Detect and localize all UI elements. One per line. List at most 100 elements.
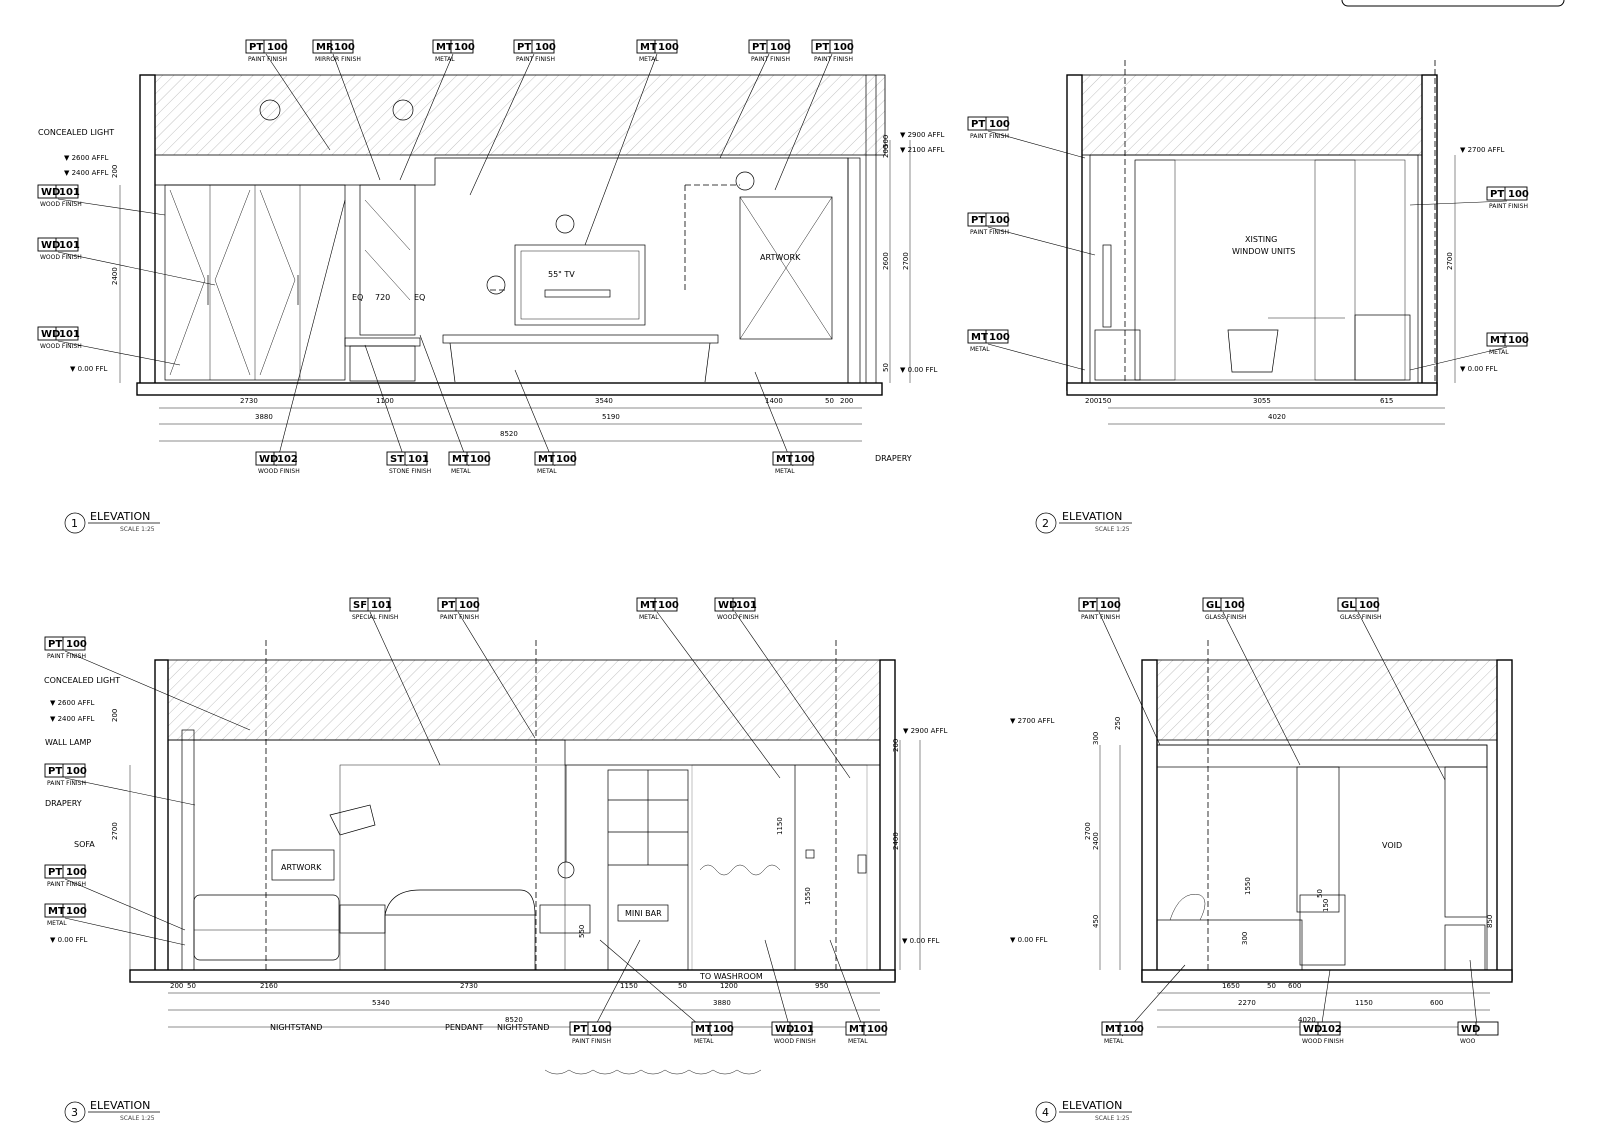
vertical-dimension: 1150 [776,817,784,835]
material-tag-number: 100 [658,42,679,53]
tag-leader [419,334,470,467]
annotation-note: DRAPERY [45,799,82,808]
nightstand-left [339,904,386,934]
bed [384,914,536,971]
material-tag-box [772,451,814,466]
material-tag-number: 100 [1224,600,1245,611]
material-tag-number: 101 [59,329,80,340]
vertical-dimension: 250 [1114,717,1122,730]
level-marker: ▼ 0.00 FFL [50,936,87,944]
material-tag-box [714,597,756,612]
level-marker: ▼ 2400 AFFL [64,169,108,177]
material-tag-number: 100 [1508,189,1529,200]
horizontal-dimension: 50 [187,982,196,990]
material-tag-box [636,597,678,612]
elevation-4-marker [1035,1101,1057,1123]
tag-leader [584,53,658,246]
tag-leader [589,939,641,1037]
material-tag-code: WD [259,454,278,465]
vertical-dimension: 2400 [111,267,119,285]
elevation-4-number: 4 [1042,1106,1049,1119]
elevation-2: XISTING WINDOW UNITS 2 ELEVATION SCALE 1… [1035,60,1456,534]
sofa [193,894,340,961]
vertical-dimension: 2400 [1092,832,1100,850]
tag-leader [64,917,186,946]
material-tag-code: ST [390,454,404,465]
material-tag-code: SF [353,600,367,611]
material-tag-description: PAINT FINISH [572,1038,611,1045]
tag-leader [987,343,1086,371]
vertical-dimension: 1550 [1244,877,1252,895]
material-tag-code: MT [695,1024,712,1035]
material-tag-code: GL [1206,600,1221,611]
material-tag-code: PT [573,1024,587,1035]
annotation-note: EQ [352,293,363,302]
elevation-3-title: ELEVATION [90,1099,150,1112]
material-tag-code: MT [436,42,453,53]
vertical-dimension: 450 [1092,915,1100,928]
material-tag-description: METAL [970,346,990,353]
material-tag-box [534,451,576,466]
level-marker: ▼ 2900 AFFL [903,727,947,735]
material-tag-description: PAINT FINISH [751,56,790,63]
material-tag-box [1337,597,1379,612]
luggage-rack [1299,894,1346,966]
material-tag-box [432,39,474,54]
horizontal-dimension: 2160 [260,982,278,990]
material-tag-code: PT [48,766,62,777]
tag-leader [57,340,181,366]
material-tag-box [1202,597,1244,612]
ceiling-slab [154,74,886,156]
annotation-note: TO WASHROOM [699,972,763,981]
tag-leader [1409,346,1508,371]
material-tag-code: PT [48,639,62,650]
material-tag-box [349,597,391,612]
material-tag-box [255,451,297,466]
material-tag-description: PAINT FINISH [814,56,853,63]
level-marker: ▼ 0.00 FFL [900,366,937,374]
horizontal-dimension: 200 [1085,397,1098,405]
material-tag-description: METAL [694,1038,714,1045]
material-tag-number: 100 [658,600,679,611]
material-tag-code: PT [971,119,985,130]
elevation-2-scale: SCALE 1:25 [1095,526,1130,533]
material-tag-code: MT [971,332,988,343]
annotation-note: SOFA [74,840,95,849]
tag-leader [987,130,1086,159]
level-marker: ▼ 0.00 FFL [70,365,107,373]
tag-leader [469,53,535,196]
horizontal-dimension: 1400 [765,397,783,405]
tag-leader [774,53,833,191]
material-tag-code: WD [41,187,60,198]
material-tag-description: SPECIAL FINISH [352,614,398,621]
horizontal-dimension: 3055 [1253,397,1271,405]
tv-frame [514,244,646,326]
tag-leader [514,369,556,467]
level-marker: ▼ 2700 AFFL [1010,717,1054,725]
artwork-frame [739,196,833,340]
horizontal-dimension: 150 [1098,397,1111,405]
tag-leader [265,53,331,151]
vertical-dimension: 150 [1322,899,1330,912]
material-tag-description: METAL [775,468,795,475]
material-tag-box [967,212,1009,227]
material-tag-code: PT [1490,189,1504,200]
material-tag-number: 101 [59,240,80,251]
tag-leader [987,226,1096,256]
horizontal-dimension: 950 [815,982,828,990]
tag-leader [1357,611,1446,781]
material-tag-description: MIRROR FINISH [315,56,361,63]
annotation-note: CONCEALED LIGHT [44,676,120,685]
level-marker: ▼ 2100 AFFL [900,146,944,154]
material-tag-number: 100 [794,454,815,465]
svg-text:WINDOW UNITS: WINDOW UNITS [1232,247,1295,256]
material-tag-number: 100 [66,906,87,917]
vertical-dimension: 2400 [892,832,900,850]
annotation-note: NIGHTSTAND [270,1023,322,1032]
horizontal-dimension: 1100 [376,397,394,405]
material-tag-box [386,451,428,466]
elevation-3-marker [64,1101,86,1123]
level-marker: ▼ 0.00 FFL [902,937,939,945]
